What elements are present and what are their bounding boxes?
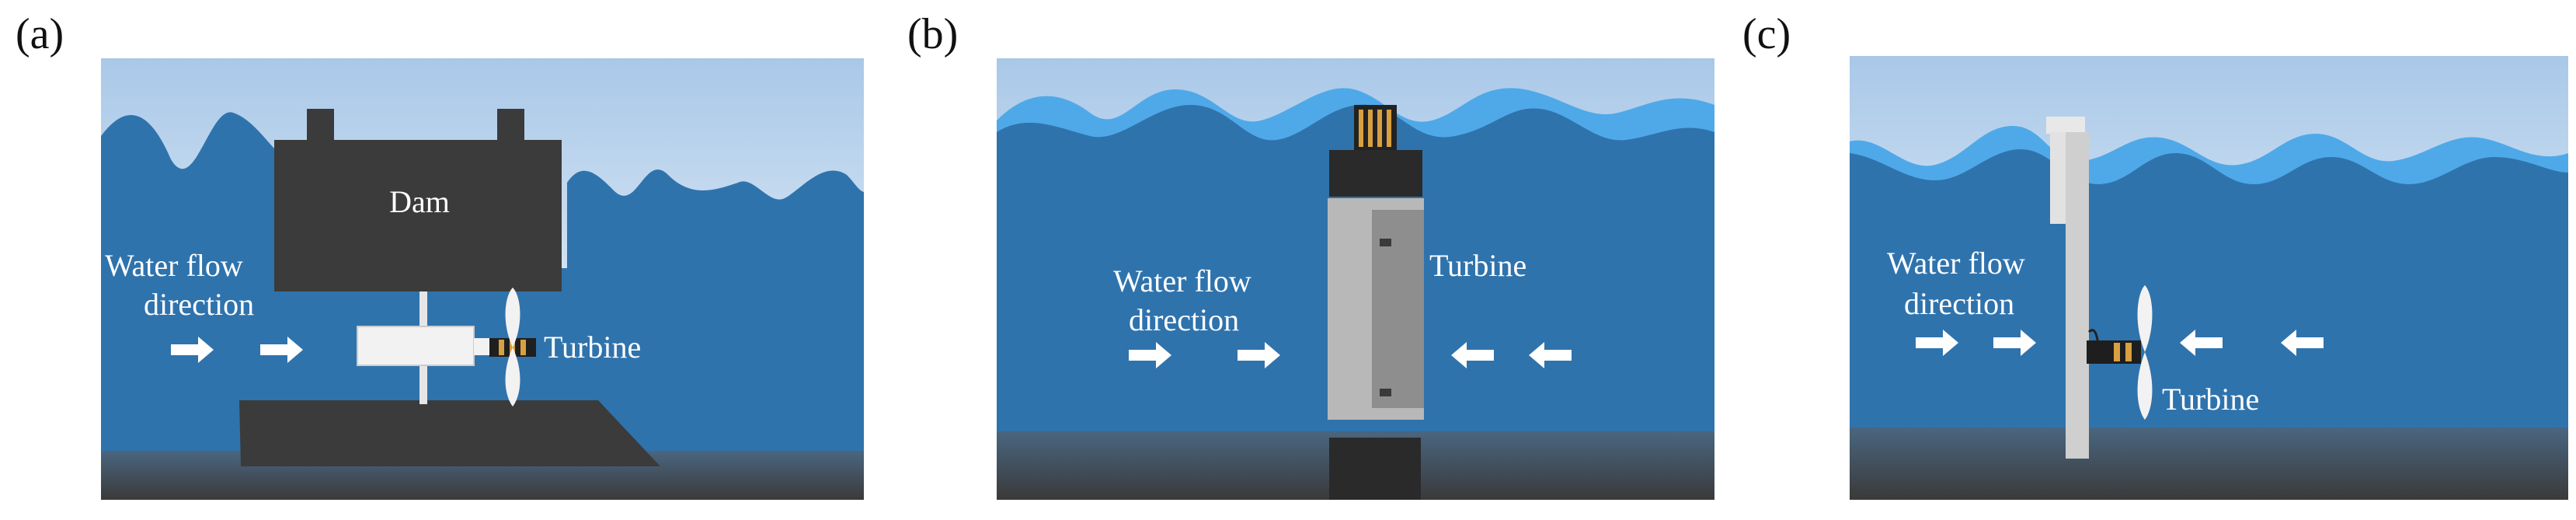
flow-arrow-right-1 [1916,330,1958,356]
turbine-blade-top [2137,285,2153,352]
dam-label: Dam [389,184,450,219]
turbine-blade-bottom [505,347,520,407]
panel-a-scene: Dam Turbine Water flow direction [101,58,864,500]
flow-arrow-1 [171,337,214,363]
flow-arrow-right-2 [1993,330,2036,356]
dam-body [274,140,562,291]
pile [2066,132,2089,459]
flow-arrow-left-1 [2180,330,2223,356]
flow-label-line1: Water flow [105,248,243,283]
panel-b-scene: Turbine Water flow direction [997,58,1714,500]
flow-arrow-left-2 [1529,342,1572,368]
panel-c-label: (c) [1742,10,1791,58]
generator-housing [357,326,475,366]
panel-c-scene: Turbine Water flow direction [1850,56,2568,500]
flow-arrow-left-1 [1451,342,1494,368]
flow-arrow-right-2 [1238,342,1280,368]
turbine-label: Turbine [1429,248,1526,283]
cylinder-upper-body [1329,150,1422,197]
dam-base [239,400,660,466]
turbine-label: Turbine [544,330,641,365]
panel-b-label: (b) [907,10,959,58]
water-body [1850,149,2568,452]
pile-top [2046,117,2085,134]
dam-tower-right [497,109,524,141]
cylinder-base [1329,438,1421,500]
flow-arrow-right-1 [1129,342,1171,368]
flow-label-line2: direction [1129,302,1239,337]
flow-label-line2: direction [144,287,254,322]
flow-label-line1: Water flow [1887,246,2025,281]
pile-cap [2050,132,2066,224]
flow-label-line2: direction [1904,286,2014,321]
flow-label-line1: Water flow [1113,263,1251,298]
turbine-blade-bottom [2137,352,2153,420]
flow-arrow-2 [260,337,303,363]
generator-connector [474,338,493,355]
seabed [1850,428,2568,500]
turbine-blade-top [505,288,520,347]
panel-a-label: (a) [16,10,64,58]
flow-arrow-left-2 [2281,330,2324,356]
turbine-label: Turbine [2162,382,2259,417]
dam-tower-left [307,109,334,141]
